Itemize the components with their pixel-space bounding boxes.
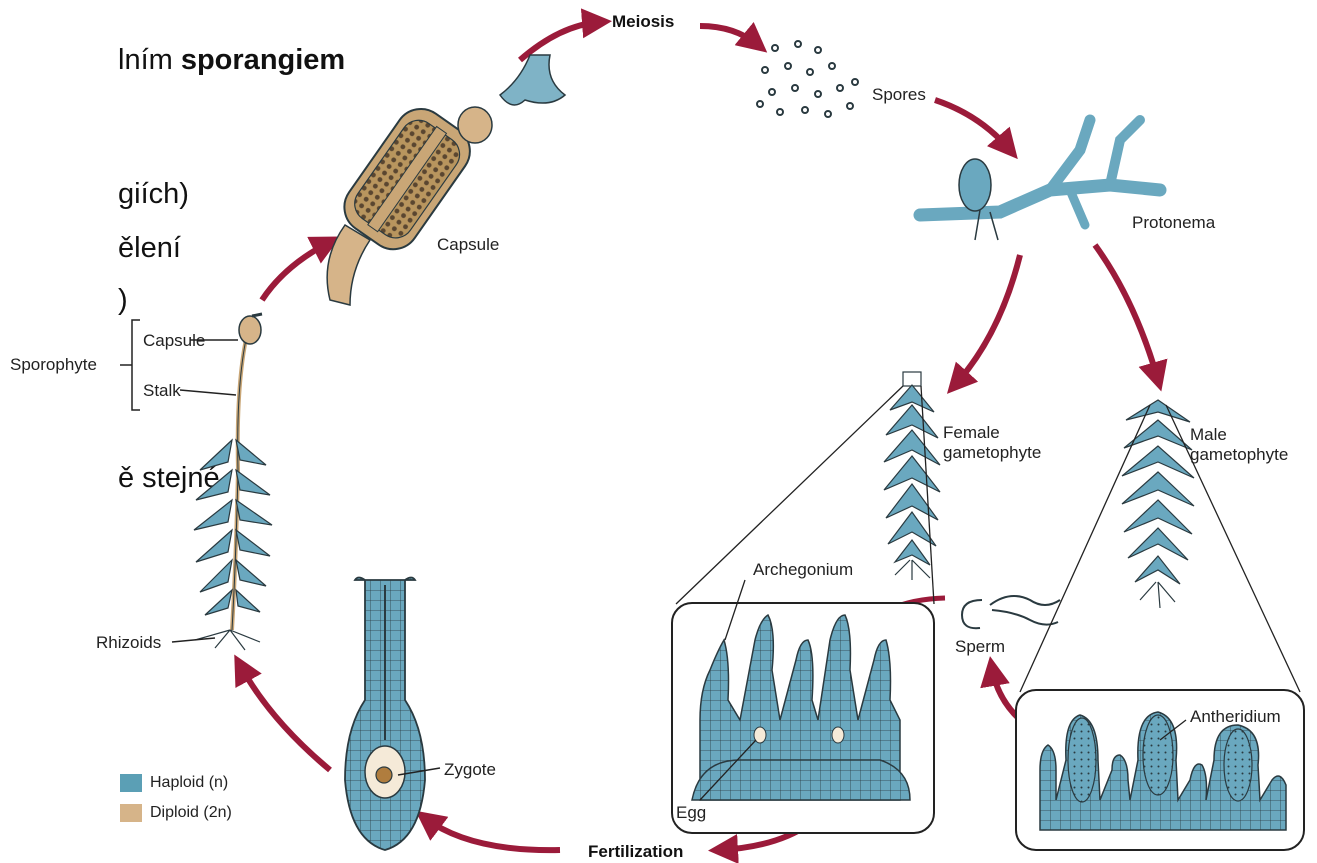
protonema-illustration (920, 120, 1160, 240)
label-fertilization: Fertilization (588, 842, 683, 861)
zygote-illustration (345, 578, 440, 851)
arrow-spores-to-protonema (935, 100, 1010, 150)
label-meiosis: Meiosis (612, 12, 674, 31)
opening-capsule-illustration: Capsule (327, 55, 565, 305)
female-gametophyte-illustration (884, 372, 940, 580)
label-stalk: Stalk (143, 381, 181, 400)
archegonium-panel (672, 580, 934, 833)
arrow-fertilization-to-zygote (425, 818, 560, 850)
label-protonema: Protonema (1132, 213, 1216, 232)
label-sporophyte: Sporophyte (10, 355, 97, 374)
diploid-swatch (120, 804, 142, 822)
label-archegonium: Archegonium (753, 560, 853, 579)
haploid-swatch (120, 774, 142, 792)
label-capsule: Capsule (143, 331, 205, 350)
arrow-meiosis-to-spores (700, 26, 758, 45)
label-zygote: Zygote (444, 760, 496, 779)
legend-diploid: Diploid (2n) (120, 798, 232, 828)
legend-haploid: Haploid (n) (120, 768, 232, 798)
arrow-sporophyte-to-capsule (262, 242, 330, 300)
label-male-gametophyte-line1: Male (1190, 425, 1227, 444)
label-male-gametophyte-line2: gametophyte (1190, 445, 1288, 464)
ploidy-legend: Haploid (n) Diploid (2n) (120, 768, 232, 828)
arrow-protonema-to-male (1095, 245, 1158, 380)
arrow-zygote-to-sporophyte (240, 665, 330, 770)
legend-haploid-label: Haploid (n) (150, 774, 228, 792)
label-female-gametophyte-line1: Female (943, 423, 1000, 442)
label-egg: Egg (676, 803, 706, 822)
label-sperm: Sperm (955, 637, 1005, 656)
label-female-gametophyte-line2: gametophyte (943, 443, 1041, 462)
spores-illustration (757, 41, 858, 117)
male-gametophyte-illustration (1122, 400, 1194, 608)
label-rhizoids: Rhizoids (96, 633, 161, 652)
legend-diploid-label: Diploid (2n) (150, 804, 232, 822)
label-capsule-top: Capsule (437, 235, 499, 254)
sperm-illustration (962, 596, 1060, 628)
label-antheridium: Antheridium (1190, 707, 1281, 726)
label-spores: Spores (872, 85, 926, 104)
arrow-protonema-to-female (955, 255, 1020, 385)
